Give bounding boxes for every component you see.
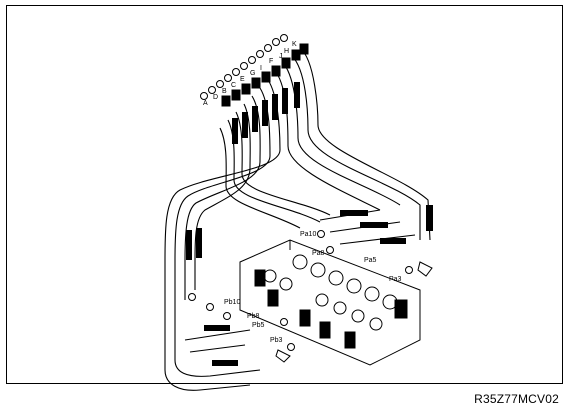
label-pa3: Pa3: [389, 276, 402, 283]
hose-crimps: [186, 82, 433, 366]
label-e: E: [240, 76, 245, 83]
top-fittings: [200, 34, 309, 107]
figure-frame: [6, 5, 563, 384]
label-b: B: [222, 88, 227, 95]
label-f: F: [269, 58, 273, 65]
top-labels: A B C D E F G H I J K: [203, 41, 297, 107]
label-a: A: [203, 100, 208, 107]
label-i: I: [260, 65, 262, 72]
label-pb8: Pb8: [247, 313, 260, 320]
label-pb10: Pb10: [224, 299, 240, 306]
port-fittings: [188, 230, 433, 363]
label-g: G: [250, 70, 255, 77]
label-k: K: [292, 41, 297, 48]
label-pa5: Pa5: [364, 257, 377, 264]
label-pa8: Pa8: [312, 250, 325, 257]
port-labels: Pa10 Pa8 Pa5 Pa3 Pb10 Pb8 Pb5 Pb3: [224, 231, 402, 344]
figure-code: R35Z77MCV02: [474, 392, 559, 406]
label-c: C: [231, 82, 236, 89]
label-j: J: [279, 53, 283, 60]
label-d: D: [213, 94, 218, 101]
label-pb5: Pb5: [252, 322, 265, 329]
control-valve: [239, 239, 421, 366]
label-pb3: Pb3: [270, 337, 283, 344]
label-pa10: Pa10: [300, 231, 316, 238]
label-h: H: [284, 48, 289, 55]
